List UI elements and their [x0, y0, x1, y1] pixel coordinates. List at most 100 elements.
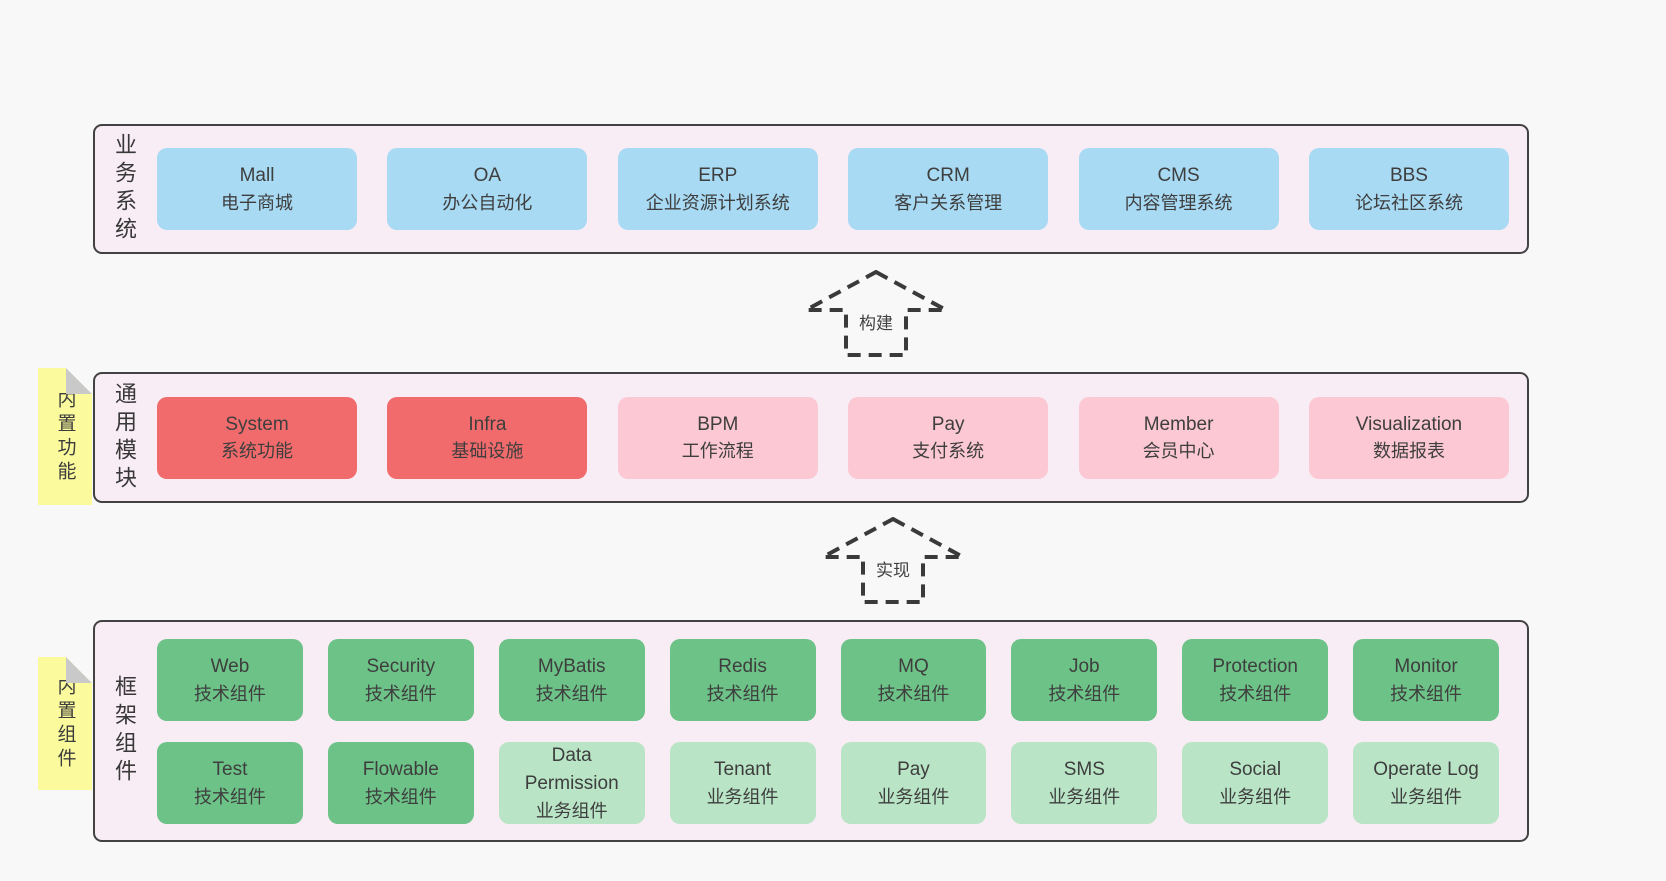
note-text: 内置功能: [54, 388, 76, 485]
box-subtitle: 支付系统: [912, 441, 985, 462]
box-sms: SMS 业务组件: [1011, 742, 1158, 824]
box-title: MQ: [898, 656, 929, 678]
box-title: CMS: [1157, 165, 1200, 187]
box-title: Redis: [718, 656, 767, 678]
box-title: Web: [210, 656, 250, 678]
box-operate-log: Operate Log 业务组件: [1353, 742, 1499, 824]
build-arrow-label: 构建: [856, 308, 896, 335]
folded-corner-icon: [66, 657, 92, 683]
box-erp: ERP 企业资源计划系统: [617, 148, 818, 230]
box-subtitle: 企业资源计划系统: [645, 192, 790, 213]
box-subtitle: 论坛社区系统: [1354, 192, 1463, 213]
box-mall: Mall 电子商城: [157, 148, 357, 230]
box-subtitle: 业务组件: [1048, 786, 1121, 807]
box-title: Test: [212, 759, 248, 781]
business-systems-layer: 业务系统 Mall 电子商城 OA 办公自动化 ERP 企业资源计划系统 CRM…: [93, 124, 1529, 254]
box-pay: Pay 业务组件: [840, 742, 987, 824]
implement-arrow-label: 实现: [873, 555, 913, 582]
box-subtitle: 基础设施: [451, 441, 524, 462]
box-title: Protection: [1212, 656, 1298, 678]
box-subtitle: 技术组件: [1390, 683, 1463, 704]
modules-boxes-row: System 系统功能 Infra 基础设施 BPM 工作流程 Pay 支付系统…: [147, 374, 1527, 501]
box-tenant: Tenant 业务组件: [669, 742, 816, 824]
box-security: Security 技术组件: [327, 639, 474, 721]
box-member: Member 会员中心: [1078, 396, 1279, 479]
box-cms: CMS 内容管理系统: [1078, 148, 1279, 230]
box-title: Pay: [897, 759, 930, 781]
box-subtitle: 客户关系管理: [894, 192, 1003, 213]
box-title: Monitor: [1394, 656, 1458, 678]
box-mybatis: MyBatis 技术组件: [498, 639, 645, 721]
box-title: Security: [366, 656, 436, 678]
box-subtitle: 办公自动化: [442, 192, 533, 213]
box-social: Social 业务组件: [1182, 742, 1329, 824]
box-mq: MQ 技术组件: [840, 639, 987, 721]
box-title: Operate Log: [1373, 759, 1479, 781]
box-title: MyBatis: [537, 656, 606, 678]
box-title: Infra: [468, 413, 507, 435]
box-title: System: [225, 413, 289, 435]
box-subtitle: 业务组件: [1390, 786, 1463, 807]
box-system: System 系统功能: [157, 396, 357, 479]
box-oa: OA 办公自动化: [387, 148, 588, 230]
box-title: Visualization: [1355, 413, 1463, 435]
box-subtitle: 业务组件: [706, 786, 779, 807]
box-title: Member: [1143, 413, 1214, 435]
box-bbs: BBS 论坛社区系统: [1308, 148, 1509, 230]
business-boxes-row: Mall 电子商城 OA 办公自动化 ERP 企业资源计划系统 CRM 客户关系…: [147, 126, 1527, 252]
box-title: ERP: [698, 165, 738, 187]
layer-label-business: 业务系统: [112, 133, 137, 245]
box-subtitle: 技术组件: [364, 683, 437, 704]
block-arrow-up-icon: [805, 270, 947, 357]
box-title: CRM: [926, 165, 970, 187]
folded-corner-icon: [66, 368, 92, 394]
implement-arrow: 实现: [820, 517, 966, 605]
box-title: Job: [1068, 656, 1100, 678]
box-pay: Pay 支付系统: [848, 396, 1049, 479]
box-subtitle: 会员中心: [1142, 441, 1215, 462]
build-arrow: 构建: [803, 270, 949, 358]
box-title: Flowable: [362, 759, 439, 781]
box-subtitle: 技术组件: [1048, 683, 1121, 704]
box-subtitle: 技术组件: [193, 683, 266, 704]
box-title: Mall: [239, 165, 275, 187]
layer-label-components: 框架组件: [112, 675, 137, 787]
box-subtitle: 技术组件: [1219, 683, 1292, 704]
box-title: OA: [473, 165, 502, 187]
box-title: Data Permission: [524, 745, 619, 794]
note-text: 内置组件: [54, 675, 76, 772]
box-subtitle: 电子商城: [221, 192, 293, 213]
box-subtitle: 业务组件: [877, 786, 950, 807]
box-title: BPM: [697, 413, 739, 435]
box-test: Test 技术组件: [157, 742, 303, 824]
box-subtitle: 技术组件: [535, 683, 608, 704]
box-subtitle: 技术组件: [706, 683, 779, 704]
box-title: Tenant: [714, 759, 772, 781]
layer-label-modules: 通用模块: [112, 381, 137, 494]
box-subtitle: 数据报表: [1372, 441, 1445, 462]
box-subtitle: 技术组件: [877, 683, 950, 704]
box-monitor: Monitor 技术组件: [1353, 639, 1499, 721]
box-title: SMS: [1063, 759, 1105, 781]
built-in-features-note: 内置功能: [38, 368, 92, 505]
box-subtitle: 系统功能: [221, 441, 293, 462]
box-job: Job 技术组件: [1011, 639, 1158, 721]
box-bpm: BPM 工作流程: [617, 396, 818, 479]
box-title: Social: [1229, 759, 1282, 781]
box-subtitle: 技术组件: [364, 786, 437, 807]
box-crm: CRM 客户关系管理: [848, 148, 1049, 230]
box-web: Web 技术组件: [157, 639, 303, 721]
framework-components-layer: 框架组件 Web 技术组件 Security 技术组件 MyBatis 技术组件…: [93, 620, 1529, 842]
box-subtitle: 内容管理系统: [1124, 192, 1233, 213]
block-arrow-up-icon: [822, 517, 964, 604]
common-modules-layer: 通用模块 System 系统功能 Infra 基础设施 BPM 工作流程 Pay…: [93, 372, 1529, 503]
box-title: Pay: [931, 413, 965, 435]
box-title: BBS: [1389, 165, 1428, 187]
box-protection: Protection 技术组件: [1182, 639, 1329, 721]
box-data-permission: Data Permission 业务组件: [498, 742, 645, 824]
box-flowable: Flowable 技术组件: [327, 742, 474, 824]
box-visualization: Visualization 数据报表: [1308, 396, 1509, 479]
built-in-components-note: 内置组件: [38, 657, 92, 790]
components-boxes-grid: Web 技术组件 Security 技术组件 MyBatis 技术组件 Redi…: [147, 622, 1527, 840]
box-redis: Redis 技术组件: [669, 639, 816, 721]
